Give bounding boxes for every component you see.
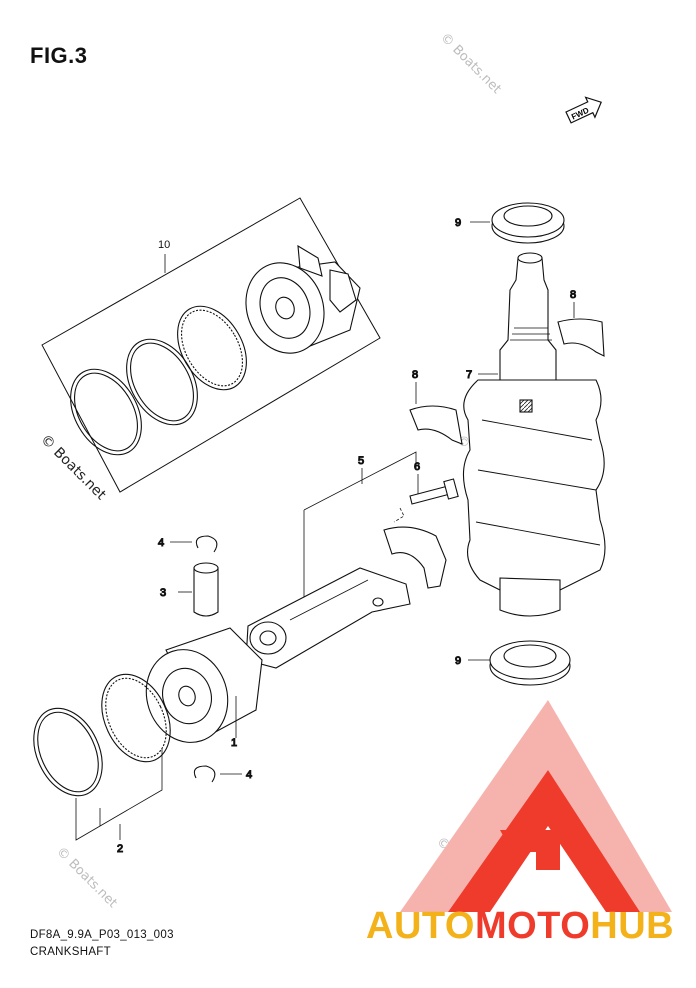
piston: 1 <box>145 627 263 750</box>
piston-ring-set-group: 10 <box>41 197 381 493</box>
piston-ring-set: 2 <box>33 673 171 856</box>
connecting-rod-bolt: 6 <box>409 460 459 505</box>
logo-text-hub: HUB <box>590 905 675 947</box>
figure-title: FIG.3 <box>30 43 88 68</box>
callout-4-bottom: 4 <box>246 769 252 781</box>
watermark-left: © Boats.net <box>37 432 109 504</box>
main-bearing-right: 8 <box>557 288 605 357</box>
oil-seal-bottom: 9 <box>454 640 571 686</box>
crankshaft: 7 <box>462 252 606 617</box>
callout-7: 7 <box>466 369 472 381</box>
watermark-group: © Boats.net © Boats.net © Boats.net © Bo… <box>37 30 520 911</box>
callout-6: 6 <box>414 461 420 473</box>
callout-2: 2 <box>117 843 123 855</box>
connecting-rod: 5 <box>245 451 447 669</box>
automotohub-logo-icon <box>400 700 672 912</box>
callout-9-bottom: 9 <box>455 655 461 667</box>
callout-5: 5 <box>358 455 364 467</box>
callout-3: 3 <box>160 587 166 599</box>
circlip-top: 4 <box>157 535 218 553</box>
callout-9-top: 9 <box>455 217 461 229</box>
main-bearing-left: 8 <box>409 368 463 445</box>
diagram-code: DF8A_9.9A_P03_013_003 <box>30 929 174 941</box>
callout-1: 1 <box>231 737 237 749</box>
oil-seal-top: 9 <box>454 202 565 244</box>
circlip-bottom: 4 <box>193 765 253 783</box>
logo-text-moto: MOTO <box>474 905 591 947</box>
fwd-arrow-icon: FWD <box>565 96 602 124</box>
callout-10: 10 <box>158 239 170 251</box>
callout-8-left: 8 <box>412 369 418 381</box>
automotohub-logo-text: AUTOMOTOHUB <box>366 905 674 948</box>
diagram-caption: CRANKSHAFT <box>30 946 111 958</box>
piston-pin: 3 <box>159 562 219 617</box>
watermark-bottom-left: © Boats.net <box>53 844 120 911</box>
callout-8-right: 8 <box>570 289 576 301</box>
logo-text-auto: AUTO <box>366 905 475 947</box>
callout-4-top: 4 <box>158 537 164 549</box>
watermark-top-right: © Boats.net <box>437 30 504 97</box>
